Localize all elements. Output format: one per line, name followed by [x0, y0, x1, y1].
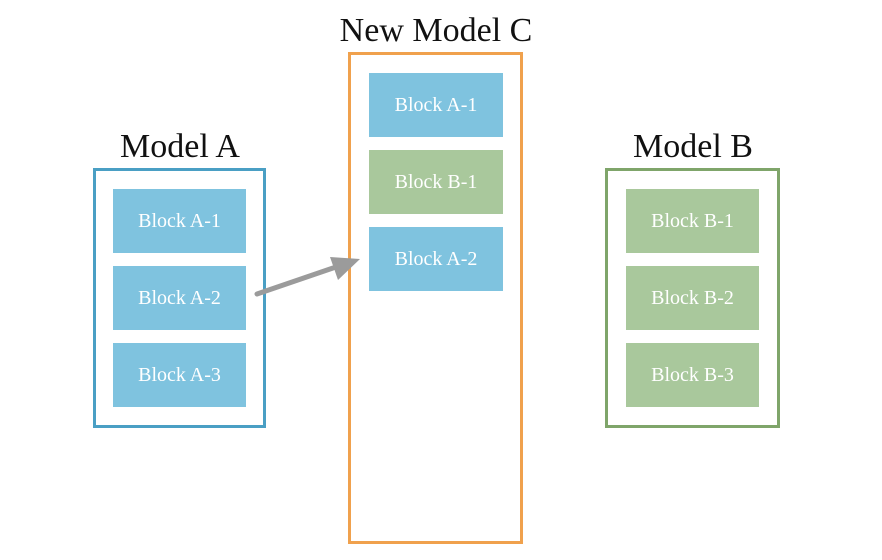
model-c-title: New Model C	[339, 12, 533, 49]
model-a-frame	[93, 168, 266, 428]
model-c-block-1: Block A-1	[369, 73, 503, 137]
model-b-block-3: Block B-3	[626, 343, 759, 407]
model-a-block-3: Block A-3	[113, 343, 246, 407]
model-a-block-2: Block A-2	[113, 266, 246, 330]
model-c-block-2: Block B-1	[369, 150, 503, 214]
model-c-frame	[348, 52, 523, 544]
model-b-frame	[605, 168, 780, 428]
model-b-block-1: Block B-1	[626, 189, 759, 253]
model-a-block-1: Block A-1	[113, 189, 246, 253]
arrow-shaft	[254, 265, 336, 297]
model-b-title: Model B	[633, 128, 753, 165]
arrow-head	[330, 257, 360, 280]
model-c-block-3: Block A-2	[369, 227, 503, 291]
model-a-title: Model A	[120, 128, 240, 165]
model-b-block-2: Block B-2	[626, 266, 759, 330]
